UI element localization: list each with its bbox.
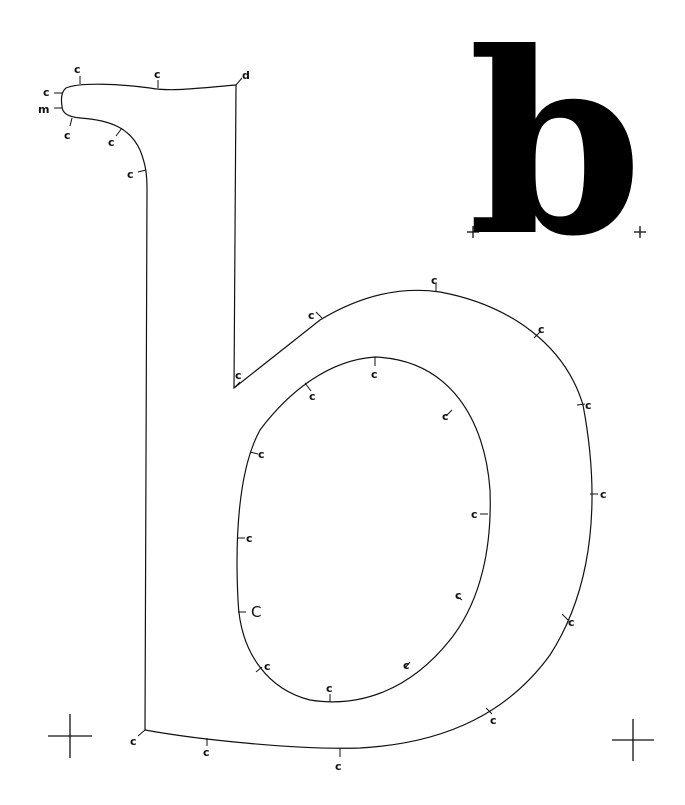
registration-cross-small-right (634, 226, 646, 238)
inner-c-5: c (471, 508, 478, 521)
outer-c-3: c (43, 86, 50, 99)
outer-c-17: c (235, 369, 242, 382)
inner-c-8: c (455, 589, 462, 602)
outer-c-5: c (108, 136, 115, 149)
reference-glyph-b: b (468, 0, 643, 291)
registration-marks (48, 226, 654, 761)
outer-c-6: c (127, 168, 134, 181)
inner-c-1: c (371, 368, 378, 381)
inner-outline (236, 356, 491, 703)
outer-outline (60, 83, 593, 749)
inner-c-7: C (251, 603, 261, 621)
inner-c-6: c (246, 532, 253, 545)
outer-c-14: c (538, 323, 545, 336)
label-m: m (38, 103, 49, 116)
outer-c-7: c (130, 735, 137, 748)
inner-c-10: c (264, 660, 271, 673)
outer-c-4: c (64, 129, 71, 142)
registration-cross-bottom-left (48, 714, 92, 758)
outer-c-12: c (600, 488, 607, 501)
registration-cross-bottom-right (612, 719, 654, 761)
outer-c-9: c (335, 760, 342, 773)
inner-c-2: c (309, 390, 316, 403)
outer-c-8: c (203, 746, 210, 759)
outer-c-15: c (431, 274, 438, 287)
inner-c-11: c (326, 682, 333, 695)
inner-ticks (237, 357, 488, 702)
outer-ticks (54, 76, 598, 757)
outer-c-11: c (568, 616, 575, 629)
inner-c-3: c (442, 410, 449, 423)
outer-c-2: c (74, 63, 81, 76)
outer-c-10: c (490, 714, 497, 727)
outer-c-13: c (585, 399, 592, 412)
registration-cross-small-left (467, 226, 479, 238)
outer-c-1: c (154, 68, 161, 81)
inner-labels: c c c c c c C c c c c (246, 368, 478, 695)
inner-c-4: c (258, 448, 265, 461)
outer-labels: d c c c m c c c c c c c c c c c c c c (38, 63, 607, 773)
outer-c-16: c (308, 309, 315, 322)
label-d: d (242, 69, 250, 82)
inner-c-9: c (403, 659, 410, 672)
